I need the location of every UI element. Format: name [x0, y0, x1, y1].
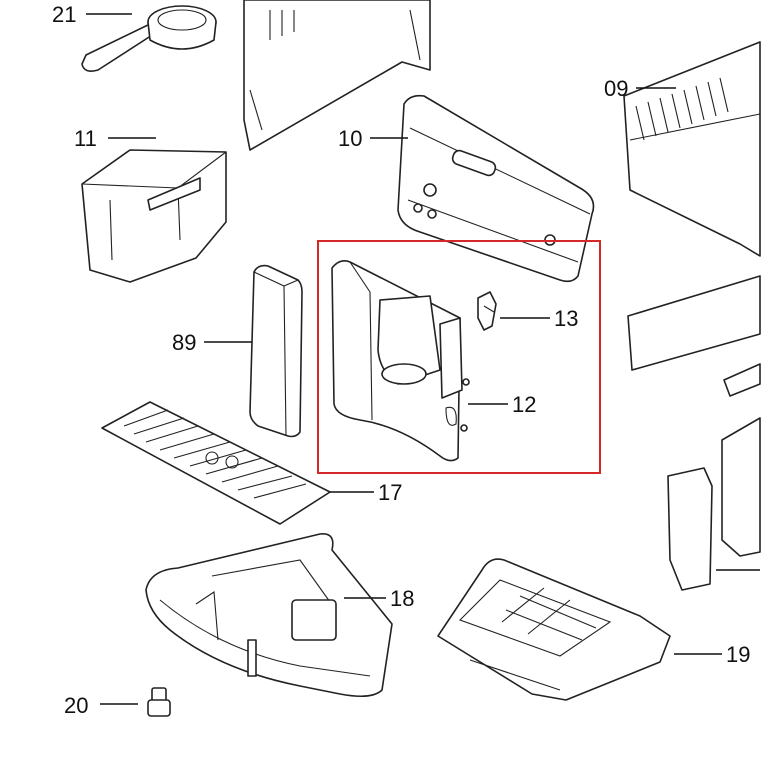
side-cover-panel [627, 275, 761, 397]
callout-12: 12 [512, 392, 536, 417]
right-frame-parts [667, 417, 761, 591]
callout-09: 09 [604, 76, 628, 101]
part-11-water-tank [81, 149, 227, 283]
callout-10: 10 [338, 126, 362, 151]
part-10-control-panel [397, 94, 595, 283]
callout-18: 18 [390, 586, 414, 611]
part-89-side-trim [249, 264, 303, 438]
callout-19: 19 [726, 642, 750, 667]
callout-20: 20 [64, 693, 88, 718]
callout-11: 11 [74, 126, 97, 151]
part-19-base-frame [437, 558, 671, 701]
part-13-clip [477, 291, 497, 331]
part-20-foot [147, 687, 171, 717]
callout-89: 89 [172, 330, 196, 355]
callout-13: 13 [554, 306, 578, 331]
part-21-measuring-scoop [81, 5, 217, 72]
callout-21: 21 [52, 2, 76, 27]
part-18-drip-tray [145, 533, 393, 698]
part-12-dispenser-assembly [331, 260, 470, 462]
callout-17: 17 [378, 480, 402, 505]
highlight-box [317, 240, 601, 474]
back-panel [243, 0, 431, 151]
part-09-side-panel [623, 41, 761, 257]
